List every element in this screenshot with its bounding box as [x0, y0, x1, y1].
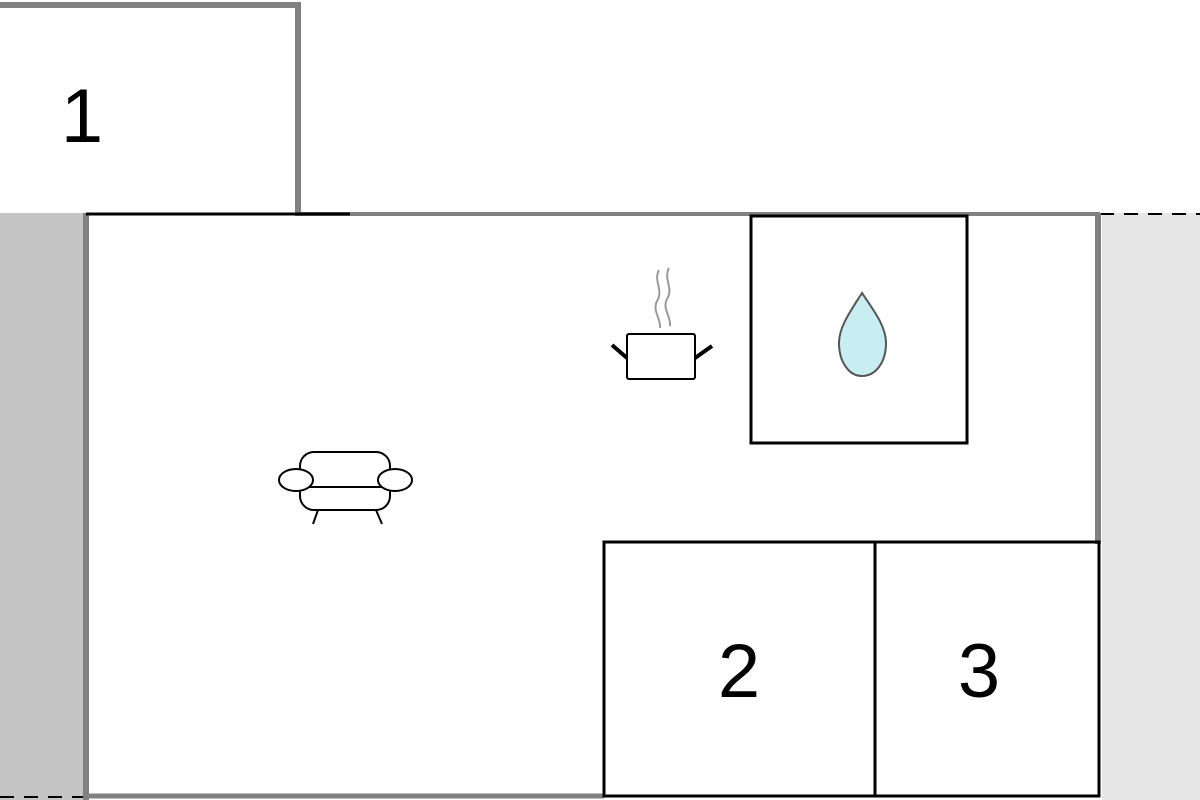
bathroom-water-drop-icon: [837, 291, 888, 378]
room-1-label: 1: [61, 74, 103, 159]
left-terrace: [0, 213, 84, 800]
room-2: 2: [602, 540, 877, 798]
living-room-sofa-icon: [278, 451, 413, 525]
room-3-label: 3: [958, 629, 1000, 714]
room-3: 3: [873, 540, 1101, 798]
kitchen-pot-icon: [610, 267, 714, 380]
room-2-label: 2: [718, 629, 760, 714]
right-terrace: [1102, 213, 1200, 800]
main-walls: [83, 212, 1101, 800]
bathroom: [749, 214, 969, 445]
room-1: 1: [0, 2, 301, 216]
